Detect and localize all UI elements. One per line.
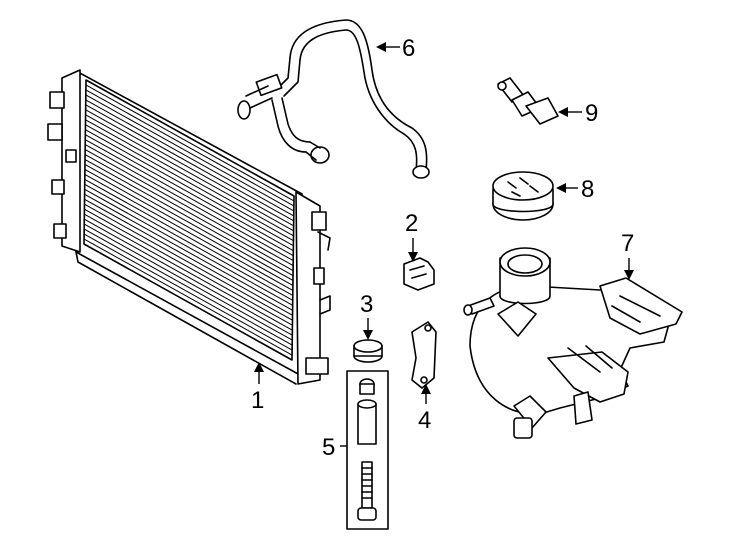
radiator-fin <box>85 114 294 232</box>
radiator-fin <box>83 223 293 341</box>
callout-label: 4 <box>418 407 431 434</box>
radiator-fin <box>85 84 295 202</box>
radiator-fin <box>84 198 293 316</box>
radiator-fin <box>83 233 293 351</box>
radiator-fin <box>84 208 293 326</box>
callout-label: 8 <box>581 176 594 203</box>
radiator-fin <box>84 149 294 267</box>
mounting-bracket <box>411 321 437 389</box>
radiator-fin <box>84 144 294 262</box>
radiator-fin <box>84 169 294 286</box>
radiator-fin <box>85 99 295 217</box>
radiator-fin <box>85 119 294 237</box>
radiator-fin <box>85 139 294 257</box>
radiator-fin <box>85 94 295 212</box>
callout-2: 2 <box>405 210 418 262</box>
radiator-fin <box>84 173 294 291</box>
radiator-fin <box>83 228 293 346</box>
radiator-fin <box>83 243 293 361</box>
radiator-fin <box>84 218 293 336</box>
bracket-clip <box>403 257 435 291</box>
callout-label: 2 <box>405 210 418 237</box>
callout-1: 1 <box>251 362 264 414</box>
callout-7: 7 <box>621 230 634 280</box>
callout-label: 7 <box>621 230 634 257</box>
radiator-fin <box>85 124 294 242</box>
radiator-fin <box>84 178 294 296</box>
fastener-kit <box>346 370 389 530</box>
callout-label: 9 <box>585 100 598 127</box>
radiator-fin <box>84 183 293 301</box>
coolant-reservoir <box>463 247 683 439</box>
callout-label: 3 <box>360 291 373 318</box>
radiator-fin <box>85 134 294 252</box>
temperature-sensor <box>497 77 559 125</box>
radiator-fin <box>84 213 293 331</box>
radiator-fin <box>85 79 295 197</box>
radiator-fin <box>85 109 294 227</box>
radiator-fin <box>84 159 294 276</box>
radiator-fin <box>84 203 293 321</box>
rubber-grommet <box>353 339 383 363</box>
callout-label: 5 <box>322 434 335 461</box>
radiator-fin <box>84 193 293 311</box>
radiator-fin <box>85 129 294 247</box>
radiator-fin <box>84 164 294 281</box>
callout-8: 8 <box>556 176 594 203</box>
callout-9: 9 <box>558 100 598 127</box>
callout-6: 6 <box>376 35 415 62</box>
callout-3: 3 <box>360 291 373 340</box>
radiator <box>47 69 331 385</box>
radiator-fin <box>83 238 293 356</box>
radiator-fin <box>85 89 295 207</box>
radiator-fin <box>85 104 294 222</box>
callout-label: 6 <box>402 35 415 62</box>
callout-label: 1 <box>251 387 264 414</box>
radiator-fin <box>84 154 294 271</box>
reservoir-cap <box>492 171 554 221</box>
radiator-fin <box>84 188 293 306</box>
callout-4: 4 <box>418 384 431 434</box>
coolant-hose <box>237 19 430 179</box>
callout-5: 5 <box>322 434 347 461</box>
